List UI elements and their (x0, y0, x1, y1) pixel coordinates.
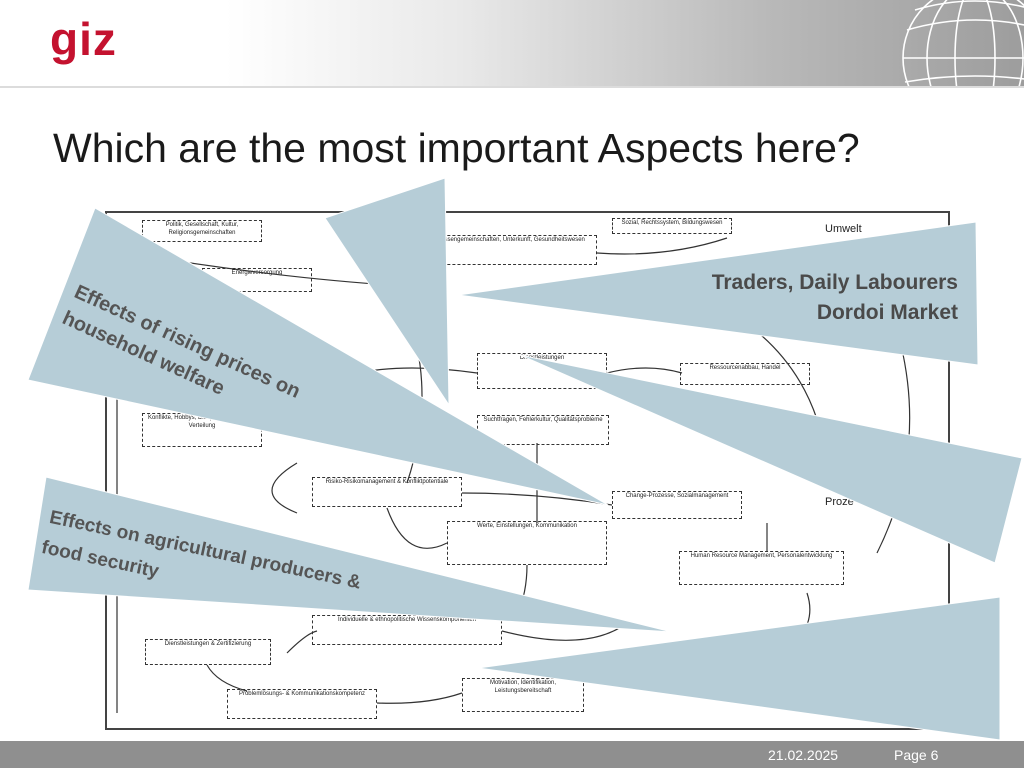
callout-wedge-top (324, 177, 450, 407)
diagram-node: Change-Prozesse, Sozialmanagement (612, 491, 742, 519)
diagram-label-umwelt: Umwelt (825, 223, 862, 235)
diagram-node: Motivation, Identifikation, Leistungsber… (462, 678, 584, 712)
callout-wedge-agri (27, 476, 673, 633)
header-divider (0, 86, 1024, 88)
diagram-node: Politik, Gesellschaft, Kultur, Religions… (142, 220, 262, 242)
diagram-node: Human Resource Management, Personalentwi… (679, 551, 844, 585)
footer-bar: 21.02.2025 Page 6 (0, 741, 1024, 768)
callout-wedge-household (27, 207, 609, 506)
diagram-node: Interessengemeinschaften, Unterkunft, Ge… (417, 235, 597, 265)
header-band (0, 0, 1024, 86)
slide-title: Which are the most important Aspects her… (53, 125, 860, 171)
diagram-node: Problemlösungs- & Kommunikationskompeten… (227, 689, 377, 719)
diagram-node: Risiko-Risikomanagement & Konfliktpotent… (312, 477, 462, 507)
diagram-node: Dienstleistungen & Zertifizierung (145, 639, 271, 665)
callout-traders-line1: Traders, Daily Labourers (711, 271, 958, 294)
diagram-node: Sozial, Rechtssystem, Bildungswesen (612, 218, 732, 234)
giz-logo: giz (50, 13, 117, 65)
callout-wedge-traders (457, 221, 979, 366)
diagram-label-prozess: Proze (825, 496, 854, 508)
diagram-node: Individuelle & ethnopolitische Wissensko… (312, 615, 502, 645)
diagram-node: Suchtfragen, Fehlerkultur, Qualitätsprob… (477, 415, 609, 445)
footer-date: 21.02.2025 (768, 747, 839, 763)
callout-wedge-right (519, 354, 1023, 564)
diagram-node: Ressourcenabbau, Handel (680, 363, 810, 385)
callout-traders-line2: Dordoi Market (816, 301, 958, 324)
callout-wedge-bottom (477, 596, 1001, 741)
page-number: Page 6 (894, 747, 939, 763)
globe-icon (902, 0, 1024, 86)
callout-traders: Traders, Daily Labourers Dordoi Market (600, 268, 958, 328)
diagram-node: Werte, Einstellungen, Kommunikation (447, 521, 607, 565)
